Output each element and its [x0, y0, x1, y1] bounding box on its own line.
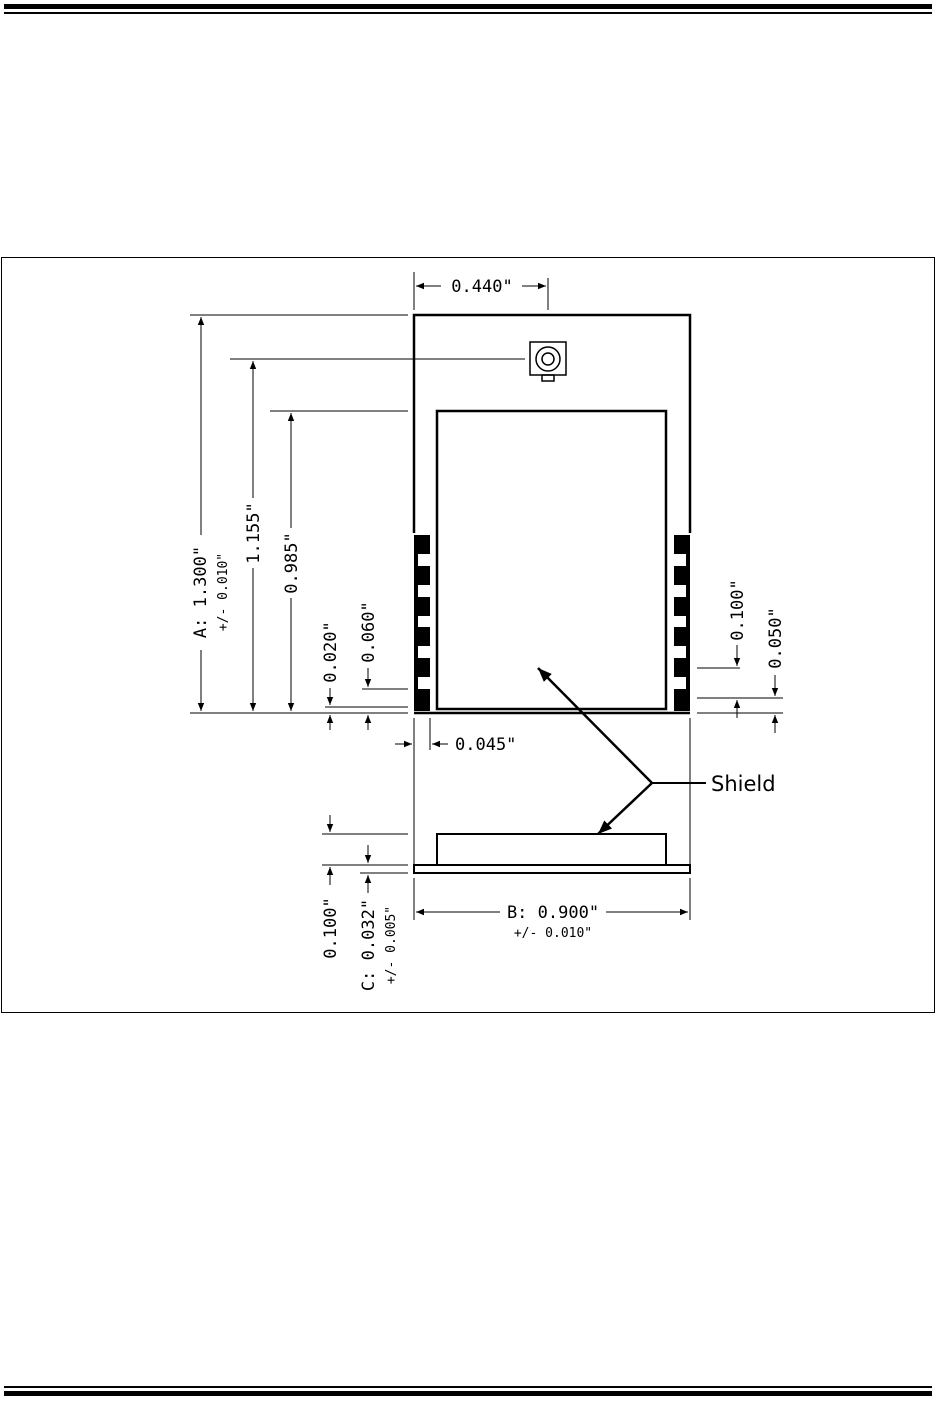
dim-c-label: C: 0.032" — [359, 899, 379, 991]
dim-right-0050: 0.050" — [766, 607, 786, 668]
shield-top-view — [437, 411, 666, 709]
dim-0020: 0.020" — [321, 621, 341, 682]
dim-b-label: B: 0.900" — [507, 903, 599, 923]
dim-0045: 0.045" — [455, 735, 516, 755]
figure-frame — [2, 258, 935, 1013]
dim-a-height: A: 1.300" +/- 0.010" — [191, 546, 231, 638]
shield-label: Shield — [711, 772, 776, 796]
footer-rule-thin — [4, 1386, 932, 1388]
extension-lines — [190, 272, 783, 920]
dim-top-width: 0.440" — [451, 277, 512, 297]
dim-0060: 0.060" — [359, 601, 379, 662]
footer-rule-thick — [4, 1391, 932, 1396]
antenna-connector-icon — [530, 342, 566, 381]
side-view-shield — [437, 834, 666, 865]
dim-right-0100: 0.100" — [728, 579, 748, 640]
dim-b-tolerance: +/- 0.010" — [514, 926, 592, 941]
dim-c-tolerance: +/- 0.005" — [384, 906, 399, 984]
dim-c-thickness: C: 0.032" +/- 0.005" — [359, 899, 399, 991]
side-view-pcb — [414, 865, 690, 873]
dim-side-0100: 0.100" — [321, 897, 341, 958]
dim-a-tolerance: +/- 0.010" — [216, 553, 231, 631]
dim-1155: 1.155" — [244, 502, 264, 563]
dim-a-label: A: 1.300" — [191, 546, 211, 638]
dim-0985: 0.985" — [282, 532, 302, 593]
